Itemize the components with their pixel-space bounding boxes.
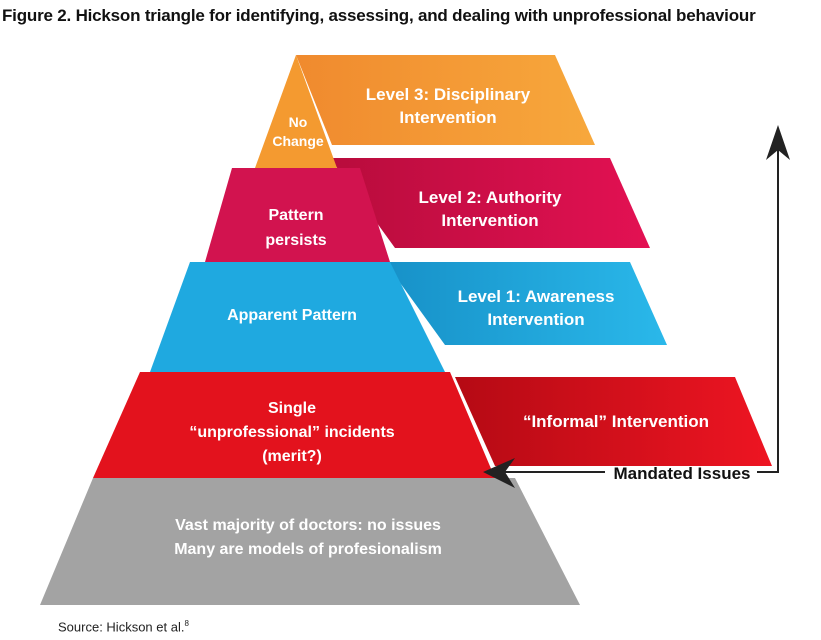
source-text: Source: Hickson et al. — [58, 619, 185, 635]
gray-tier — [40, 478, 580, 605]
band-label-informal: “Informal” Intervention — [523, 412, 709, 431]
source-note: Source: Hickson et al.8 — [58, 619, 189, 634]
source-reference: 8 — [184, 619, 189, 628]
blue-tier — [150, 262, 445, 372]
escalation-arrow — [483, 125, 790, 488]
figure-title: Figure 2. Hickson triangle for identifyi… — [2, 6, 756, 25]
arrow-up-icon — [766, 125, 790, 160]
tier-label-single-incidents: Single“unprofessional” incidents(merit?) — [189, 400, 394, 465]
mandated-issues-label: Mandated Issues — [614, 464, 751, 483]
informal-band — [455, 377, 772, 466]
pink-tier — [205, 168, 390, 262]
orange-tip — [255, 55, 337, 168]
level2-band — [330, 158, 650, 248]
arrow-left-icon — [483, 458, 515, 488]
tier-label-apparent-pattern: Apparent Pattern — [227, 307, 357, 324]
level3-band — [296, 55, 595, 145]
red-tier — [93, 372, 495, 478]
level1-band — [385, 262, 667, 345]
